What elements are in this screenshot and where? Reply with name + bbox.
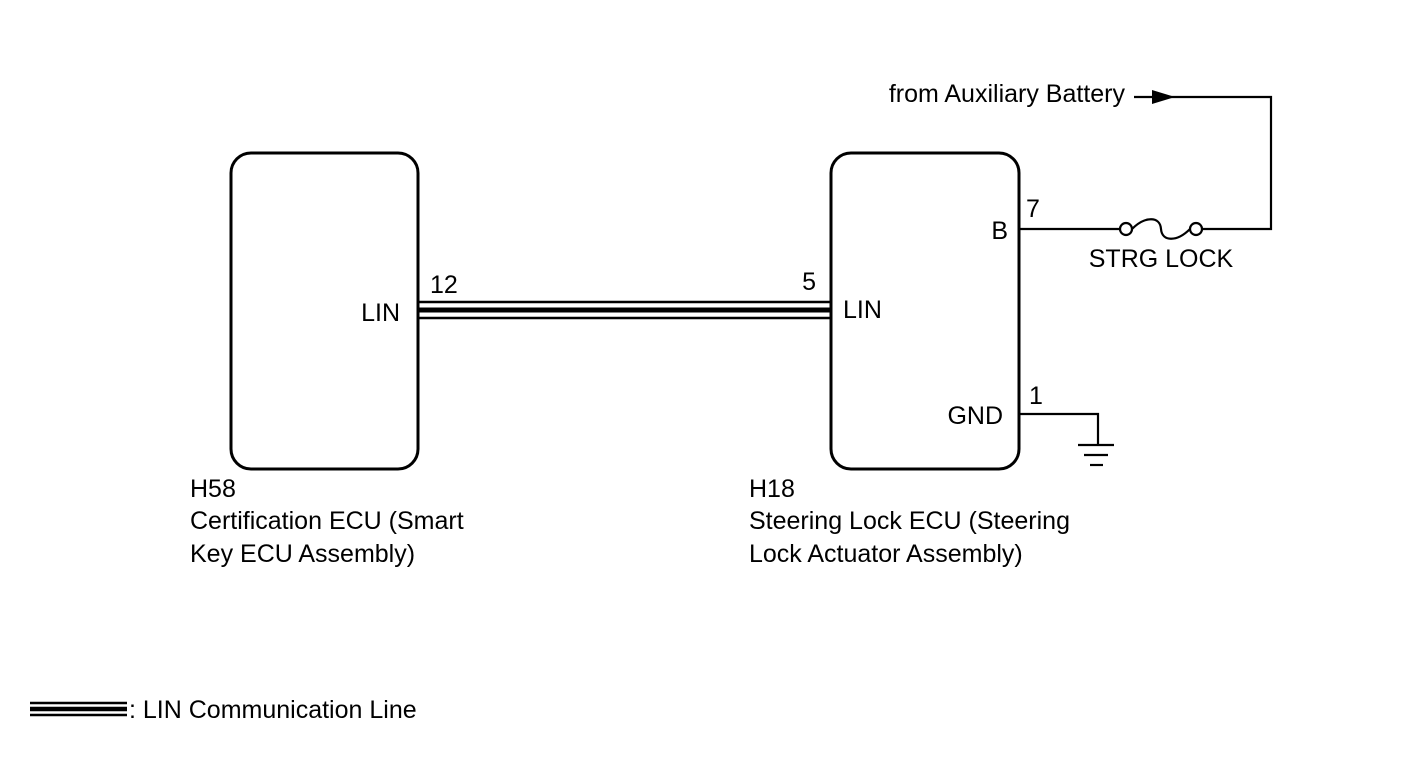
b-pin-number: 7 — [1026, 195, 1040, 223]
legend-lin-line-swatch — [30, 701, 127, 717]
gnd-pin-label: GND — [947, 402, 1003, 430]
battery-supply-wire — [1159, 95, 1273, 231]
right-ecu-code: H18 — [749, 475, 795, 503]
left-ecu-name-line2: Key ECU Assembly) — [190, 540, 415, 568]
right-lin-pin-number: 5 — [802, 268, 816, 296]
lin-communication-line — [418, 300, 831, 320]
right-ecu-name-line2: Lock Actuator Assembly) — [749, 540, 1023, 568]
left-ecu-code: H58 — [190, 475, 236, 503]
left-lin-pin-label: LIN — [361, 299, 400, 327]
left-ecu-name-line1: Certification ECU (Smart — [190, 507, 464, 535]
arrow-right-icon — [1152, 90, 1175, 104]
gnd-pin-number: 1 — [1029, 382, 1043, 410]
fuse-label: STRG LOCK — [1089, 245, 1234, 273]
right-ecu-name-line1: Steering Lock ECU (Steering — [749, 507, 1070, 535]
auxiliary-battery-label: from Auxiliary Battery — [889, 80, 1126, 108]
gnd-wire — [1019, 412, 1100, 445]
strg-lock-fuse-icon — [1118, 218, 1204, 240]
ground-icon — [1078, 443, 1114, 467]
right-lin-pin-label: LIN — [843, 296, 882, 324]
legend-label: : LIN Communication Line — [129, 696, 417, 724]
b-pin-label: B — [991, 217, 1008, 245]
left-lin-pin-number: 12 — [430, 271, 458, 299]
